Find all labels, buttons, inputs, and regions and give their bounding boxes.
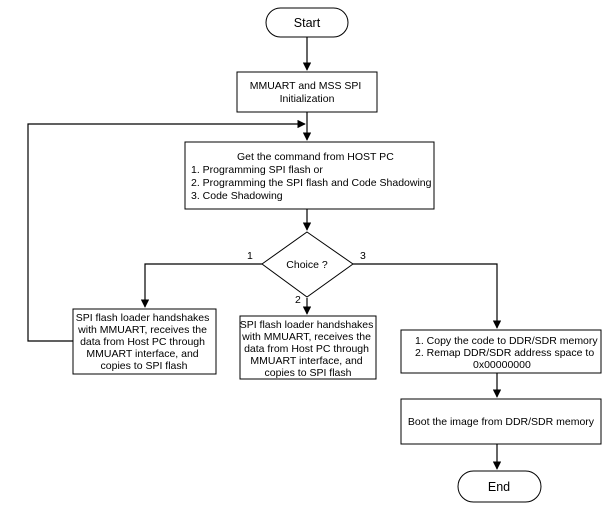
init-line-1: MMUART and MSS SPI [250, 80, 362, 92]
svg-text:End: End [488, 480, 510, 494]
option1-line-4: MMUART interface, and [86, 348, 198, 360]
start-label: Start [294, 16, 321, 30]
svg-text:Start: Start [294, 16, 321, 30]
branch-label-1: 1 [247, 250, 253, 262]
command-option-3: 3. Code Shadowing [191, 190, 283, 202]
init-line-2: Initialization [280, 93, 335, 105]
option3-node: 1. Copy the code to DDR/SDR memory 2. Re… [400, 329, 602, 374]
start-node: Start [265, 7, 349, 38]
svg-text:Choice ?: Choice ? [286, 259, 328, 271]
command-option-1: 1. Programming SPI flash or [191, 164, 323, 176]
svg-text:SPI flash loader handshakes: SPI flash loader handshakes with MMUART,… [76, 312, 213, 372]
svg-text:MMUART and MSS SPI Initi: MMUART and MSS SPI Initialization [250, 80, 365, 105]
edge-loop-back [27, 119, 306, 342]
branch-label-3: 3 [360, 250, 366, 262]
choice-label: Choice ? [286, 259, 328, 271]
connectors [27, 37, 502, 470]
option1-line-1: SPI flash loader handshakes [76, 312, 210, 324]
svg-text:1. Copy the code to DDR/SDR me: 1. Copy the code to DDR/SDR memory 2. Re… [415, 335, 601, 371]
option2-line-5: copies to SPI flash [265, 367, 352, 379]
option1-node: SPI flash loader handshakes with MMUART,… [72, 308, 217, 375]
option1-line-5: copies to SPI flash [101, 360, 188, 372]
edge-choice-to-option1 [140, 263, 262, 308]
option2-node: SPI flash loader handshakes with MMUART,… [239, 315, 377, 380]
command-title: Get the command from HOST PC [237, 151, 394, 163]
option3-line-3: 0x00000000 [473, 359, 531, 371]
end-node: End [457, 470, 542, 503]
svg-text:Get the command from HOST PC: Get the command from HOST PC 1. Programm… [191, 151, 434, 202]
command-option-2: 2. Programming the SPI flash and Code Sh… [191, 177, 432, 189]
option2-line-3: data from Host PC through [244, 343, 369, 355]
init-node: MMUART and MSS SPI Initialization [236, 71, 378, 113]
option3-line-1: 1. Copy the code to DDR/SDR memory [415, 335, 598, 347]
option1-line-2: with MMUART, receives the [77, 324, 207, 336]
branch-label-2: 2 [295, 294, 301, 306]
boot-node: Boot the image from DDR/SDR memory [400, 398, 602, 445]
option2-line-4: MMUART interface, and [250, 355, 362, 367]
svg-text:SPI flash loader handshakes: SPI flash loader handshakes with MMUART,… [240, 319, 377, 379]
choice-node: Choice ? [261, 231, 354, 298]
svg-text:Boot the image from DDR/SDR me: Boot the image from DDR/SDR memory [408, 416, 595, 428]
end-label: End [488, 480, 510, 494]
boot-label: Boot the image from DDR/SDR memory [408, 416, 595, 428]
option2-line-2: with MMUART, receives the [241, 331, 371, 343]
edge-choice-to-option3 [353, 263, 502, 329]
option3-line-2: 2. Remap DDR/SDR address space to [415, 347, 594, 359]
option1-line-3: data from Host PC through [80, 336, 205, 348]
option2-line-1: SPI flash loader handshakes [240, 319, 374, 331]
command-node: Get the command from HOST PC 1. Programm… [184, 141, 435, 210]
